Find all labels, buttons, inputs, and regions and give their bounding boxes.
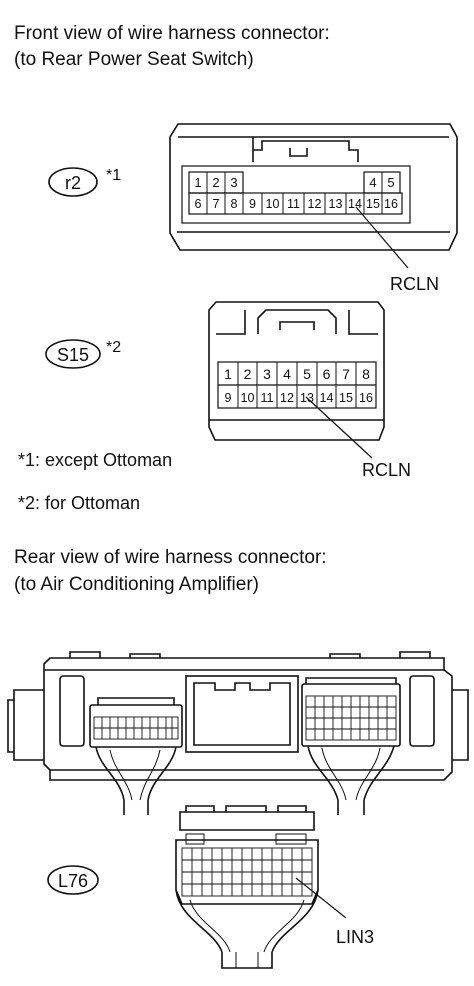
connector-r2-pin: 13 — [329, 197, 343, 211]
connector-r2-pin: 3 — [230, 175, 237, 190]
connector-r2-pin: 8 — [231, 197, 238, 211]
connector-r2-label-oval — [48, 167, 98, 197]
connector-s15-pin: 4 — [283, 366, 291, 382]
connector-l76-label-oval — [47, 865, 99, 895]
connector-l76-leader-line — [295, 877, 347, 919]
connector-r2-pin: 1 — [194, 175, 201, 190]
connector-r2-pin: 9 — [249, 197, 256, 211]
connector-r2-pin: 11 — [287, 197, 300, 211]
connector-s15-pin: 1 — [224, 366, 232, 382]
connector-s15-pin: 14 — [320, 391, 334, 405]
connector-s15-pin: 3 — [263, 366, 271, 382]
connector-s15-pin: 10 — [241, 391, 255, 405]
note-except-ottoman: *1: except Ottoman — [18, 450, 173, 470]
ac-amplifier-body — [43, 657, 453, 781]
connector-s15-pin: 8 — [362, 366, 370, 382]
connector-s15-pin: 9 — [225, 391, 232, 405]
connector-s15-pin: 5 — [303, 366, 311, 382]
ac-amplifier-left-socket — [89, 704, 183, 748]
connector-s15-pin: 11 — [261, 391, 274, 405]
connector-r2-pin: 2 — [212, 175, 219, 190]
connector-l76-callout: LIN3 — [336, 927, 374, 947]
connector-r2-pin: 7 — [213, 197, 220, 211]
connector-r2-pin: 4 — [369, 175, 376, 190]
connector-r2-callout: RCLN — [390, 274, 439, 294]
connector-s15-latch — [257, 309, 337, 334]
connector-s15-pin: 15 — [339, 391, 353, 405]
connector-r2-latch — [252, 137, 359, 162]
connector-r2-leader-line — [355, 206, 409, 269]
ac-amplifier-left-bracket — [13, 689, 44, 761]
connector-r2-note-ref: *1 — [106, 167, 121, 184]
ac-amplifier-middle-socket — [185, 675, 299, 753]
connector-s15-pin: 16 — [359, 391, 373, 405]
connector-s15-housing — [208, 301, 385, 441]
connector-r2: r2 *1 1 2 3 4 5 — [48, 123, 458, 294]
connector-s15-callout: RCLN — [362, 460, 411, 480]
front-view-title-line1: Front view of wire harness connector: — [14, 23, 330, 44]
connector-l76-top-latches — [179, 811, 315, 831]
connector-s15-pin: 6 — [323, 366, 331, 382]
rear-view-title-line1: Rear view of wire harness connector: — [14, 547, 327, 568]
connector-l76: L76 — [47, 805, 374, 969]
connector-s15-note-ref: *2 — [106, 339, 121, 356]
connector-r2-pin: 10 — [266, 197, 280, 211]
ac-amplifier-right-socket — [301, 683, 401, 747]
connector-r2-pin: 12 — [308, 197, 322, 211]
ac-amplifier-unit — [7, 651, 469, 815]
rear-view-title-line2: (to Air Conditioning Amplifier) — [14, 574, 259, 595]
connector-r2-pin: 6 — [195, 197, 202, 211]
connector-l76-label: L76 — [58, 871, 88, 891]
connector-r2-pin: 14 — [348, 197, 362, 211]
connector-s15-label-oval — [45, 339, 101, 369]
connector-r2-housing — [169, 123, 458, 251]
connector-s15-pin: 2 — [244, 366, 252, 382]
connector-s15-pin: 12 — [280, 391, 294, 405]
connector-r2-label: r2 — [65, 173, 81, 193]
connector-s15-label: S15 — [57, 345, 89, 365]
front-view-title-line2: (to Rear Power Seat Switch) — [14, 49, 254, 70]
connector-s15-pin: 7 — [342, 366, 350, 382]
connector-r2-pin: 5 — [387, 175, 394, 190]
connector-r2-pin: 15 — [366, 197, 380, 211]
note-for-ottoman: *2: for Ottoman — [18, 493, 141, 513]
connector-r2-pin: 16 — [384, 197, 398, 211]
connector-s15-leader-line — [305, 396, 373, 459]
connector-s15: S15 *2 1 2 3 4 5 6 7 — [45, 301, 411, 480]
